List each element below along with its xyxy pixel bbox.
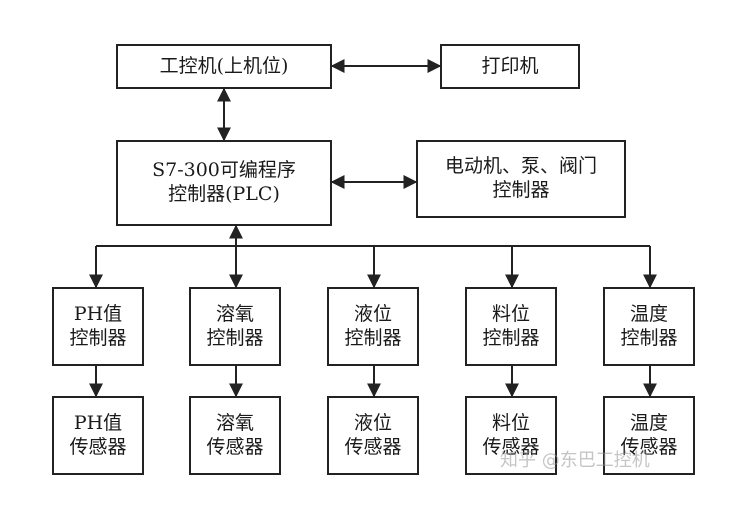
node-motor-pump-valve-controller: 电动机、泵、阀门控制器	[416, 140, 626, 218]
node-label-line: 料位	[491, 411, 530, 434]
node-label-line: 控制器	[69, 326, 127, 349]
node-plc: S7-300可编程序控制器(PLC)	[116, 140, 332, 226]
node-level-sensor: 液位传感器	[327, 396, 419, 475]
node-label-line: 控制器	[482, 326, 540, 349]
node-ph-sensor: PH值传感器	[52, 396, 144, 475]
node-label-line: 控制器	[344, 326, 402, 349]
node-label-line: 传感器	[482, 435, 540, 458]
node-label-line: 传感器	[69, 435, 127, 458]
node-label-line: 传感器	[620, 435, 678, 458]
node-label-line: 控制器(PLC)	[168, 183, 280, 205]
node-label-line: 溶氧	[215, 302, 254, 325]
node-label-line: PH值	[73, 411, 123, 434]
node-label-line: 电动机、泵、阀门	[444, 155, 597, 178]
node-label-line: PH值	[73, 302, 123, 325]
node-label-line: 工控机(上机位)	[159, 54, 289, 77]
node-label-line: 液位	[353, 411, 392, 434]
watermark: 知乎 @东巴工控机	[500, 450, 650, 471]
node-label-line: 传感器	[344, 435, 402, 458]
node-label-line: 温度	[629, 302, 668, 325]
node-feed-level-sensor: 料位传感器	[465, 396, 557, 475]
node-temperature-controller: 温度控制器	[603, 287, 695, 366]
node-label-line: 控制器	[206, 326, 264, 349]
node-do-sensor: 溶氧传感器	[189, 396, 281, 475]
node-label-line: 液位	[353, 302, 392, 325]
node-do-controller: 溶氧控制器	[189, 287, 281, 366]
node-label-line: 打印机	[481, 54, 539, 77]
node-label-line: 传感器	[206, 435, 264, 458]
node-label-line: 溶氧	[215, 411, 254, 434]
node-label-line: 控制器	[620, 326, 678, 349]
node-temperature-sensor: 温度传感器	[603, 396, 695, 475]
node-label-line: S7-300可编程序	[152, 159, 296, 182]
node-level-controller: 液位控制器	[327, 287, 419, 366]
node-industrial-pc: 工控机(上机位)	[116, 44, 332, 89]
node-label-line: 温度	[629, 411, 668, 434]
node-label-line: 控制器	[492, 179, 550, 201]
node-label-line: 料位	[491, 302, 530, 325]
node-feed-level-controller: 料位控制器	[465, 287, 557, 366]
node-printer: 打印机	[440, 44, 580, 89]
node-ph-controller: PH值控制器	[52, 287, 144, 366]
